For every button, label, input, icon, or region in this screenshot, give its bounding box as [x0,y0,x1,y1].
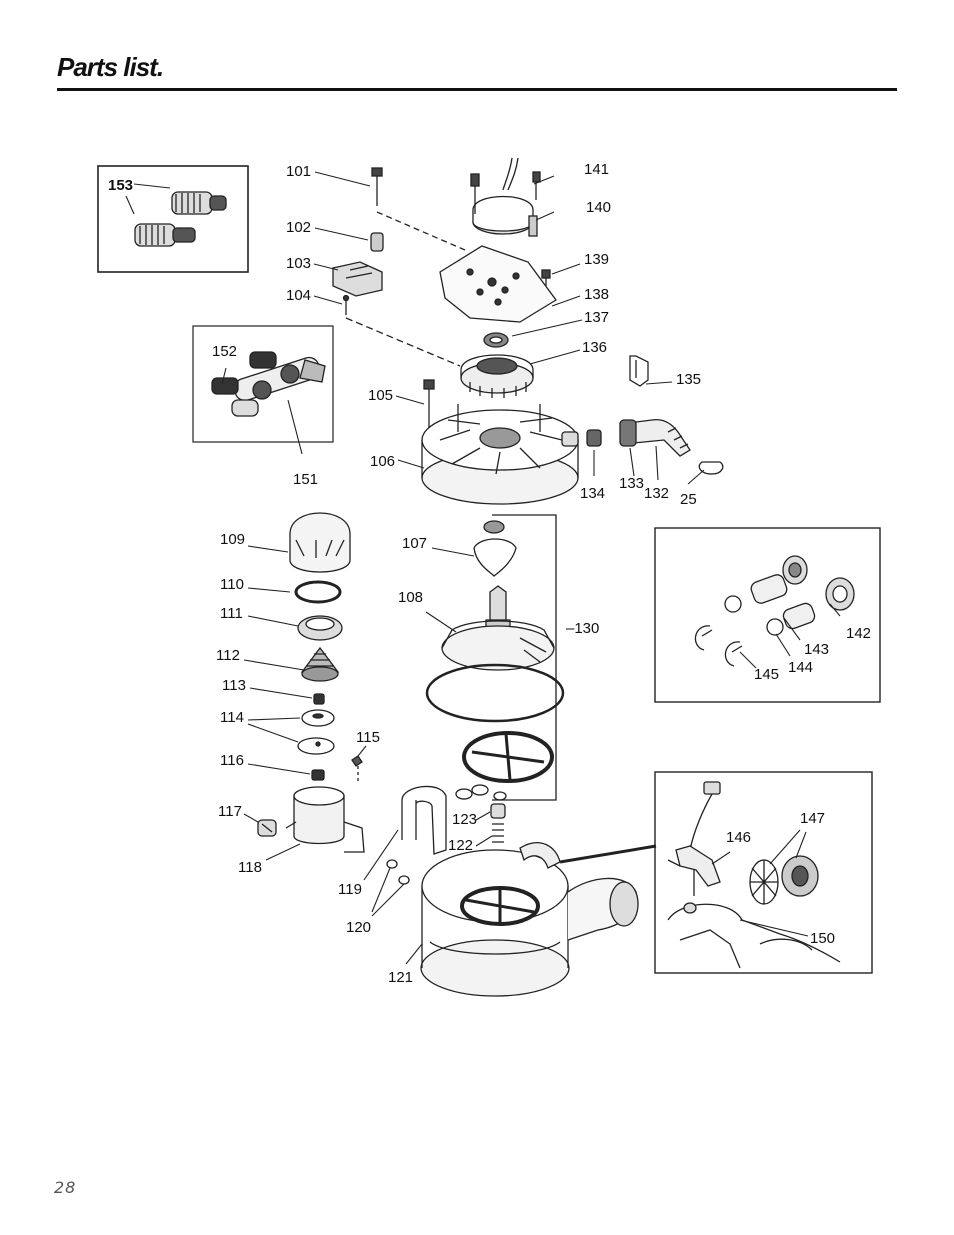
callout-153: 153 [108,177,133,194]
callout-137: 137 [584,309,609,326]
callout-132: 132 [644,485,669,502]
seal-137 [483,332,509,348]
elbow-132-133 [619,418,691,457]
piston-108 [441,585,555,671]
clamp-25 [698,461,724,475]
callout-151: 151 [293,471,318,488]
callout-109: 109 [220,531,245,548]
callout-135: 135 [676,371,701,388]
callout-123: 123 [452,811,477,828]
leader-dashed-b [345,317,461,367]
callout-147: 147 [800,810,825,827]
mounting-plate-138 [439,245,557,323]
spacer-102 [370,232,384,252]
callout-112: 112 [216,647,240,664]
ring-134 [586,429,602,447]
pin-104 [342,294,350,315]
inset-box-142-145 [654,527,881,703]
clip-135 [629,355,649,387]
title-rule [57,88,897,91]
connector-line-146 [559,844,657,864]
callout-121: 121 [388,969,413,986]
spring-122-123 [490,803,506,843]
cap-109 [289,512,351,573]
callout-labels: 153 101 102 103 104 105 106 141 140 139 … [108,161,871,986]
callout-115: 115 [356,729,380,746]
small-seals [455,784,507,801]
callout-136: 136 [582,339,607,356]
clip-119 [401,785,447,855]
callout-140: 140 [586,199,611,216]
bracket-130 [492,514,557,801]
bypass-valve-152 [211,351,326,417]
o-ring-110 [294,580,342,604]
callout-146: 146 [726,829,751,846]
inset-box-151 [192,325,334,443]
callout-134: 134 [580,485,605,502]
callout-113: 113 [222,677,246,694]
callout-120: 120 [346,919,371,936]
leader-dashed-a [376,211,466,251]
callout-130: –130 [566,620,599,637]
meter-cable-146 [667,781,721,887]
callout-118: 118 [238,859,262,876]
callout-110: 110 [220,576,244,593]
callout-145: 145 [754,666,779,683]
venturi-body-118 [285,786,365,853]
inset-box-146-150 [654,771,873,974]
callout-102: 102 [286,219,311,236]
screw-101 [371,167,383,206]
callout-114: 114 [220,709,244,726]
callout-103: 103 [286,255,311,272]
o-ring-130 [425,663,565,723]
callout-25: 25 [680,491,697,508]
seal-107 [473,520,517,577]
callout-143: 143 [804,641,829,658]
clip-145 [694,625,743,667]
callout-139: 139 [584,251,609,268]
callout-152: 152 [212,343,237,360]
nozzle-116 [311,769,325,781]
o-rings-120 [386,859,410,885]
turbine-147 [749,855,819,905]
distributor-disc [462,731,554,783]
callout-104: 104 [286,287,311,304]
nut-142 [782,555,855,611]
callout-101: 101 [286,163,311,180]
callout-111: 111 [220,605,243,622]
callout-141: 141 [584,161,609,178]
callout-138: 138 [584,286,609,303]
gear-136 [460,354,534,398]
insert-143 [750,574,816,630]
leader-lines [125,171,841,965]
venturi-114 [297,709,335,755]
callout-122: 122 [448,837,473,854]
callout-117: 117 [218,803,242,820]
hose-adapter-153 [134,191,227,247]
screen-112 [300,646,340,682]
callout-142: 142 [846,625,871,642]
callout-144: 144 [788,659,813,676]
nozzle-113 [313,693,325,705]
callout-133: 133 [619,475,644,492]
fitting-117 [257,819,277,837]
switch-103 [332,261,383,297]
callout-108: 108 [398,589,423,606]
page-number: 28 [54,1178,77,1197]
valve-housing-106 [421,404,579,505]
callout-106: 106 [370,453,395,470]
page-title: Parts list. [57,52,164,82]
callout-119: 119 [338,881,362,898]
callout-105: 105 [368,387,393,404]
motor-140 [470,157,541,237]
valve-body-121 [420,842,639,997]
check-115 [351,755,363,784]
callout-107: 107 [402,535,427,552]
retainer-111 [297,615,343,641]
callout-150: 150 [810,930,835,947]
o-ring-144 [724,595,784,636]
callout-116: 116 [220,752,244,769]
inset-box-153 [97,165,249,273]
